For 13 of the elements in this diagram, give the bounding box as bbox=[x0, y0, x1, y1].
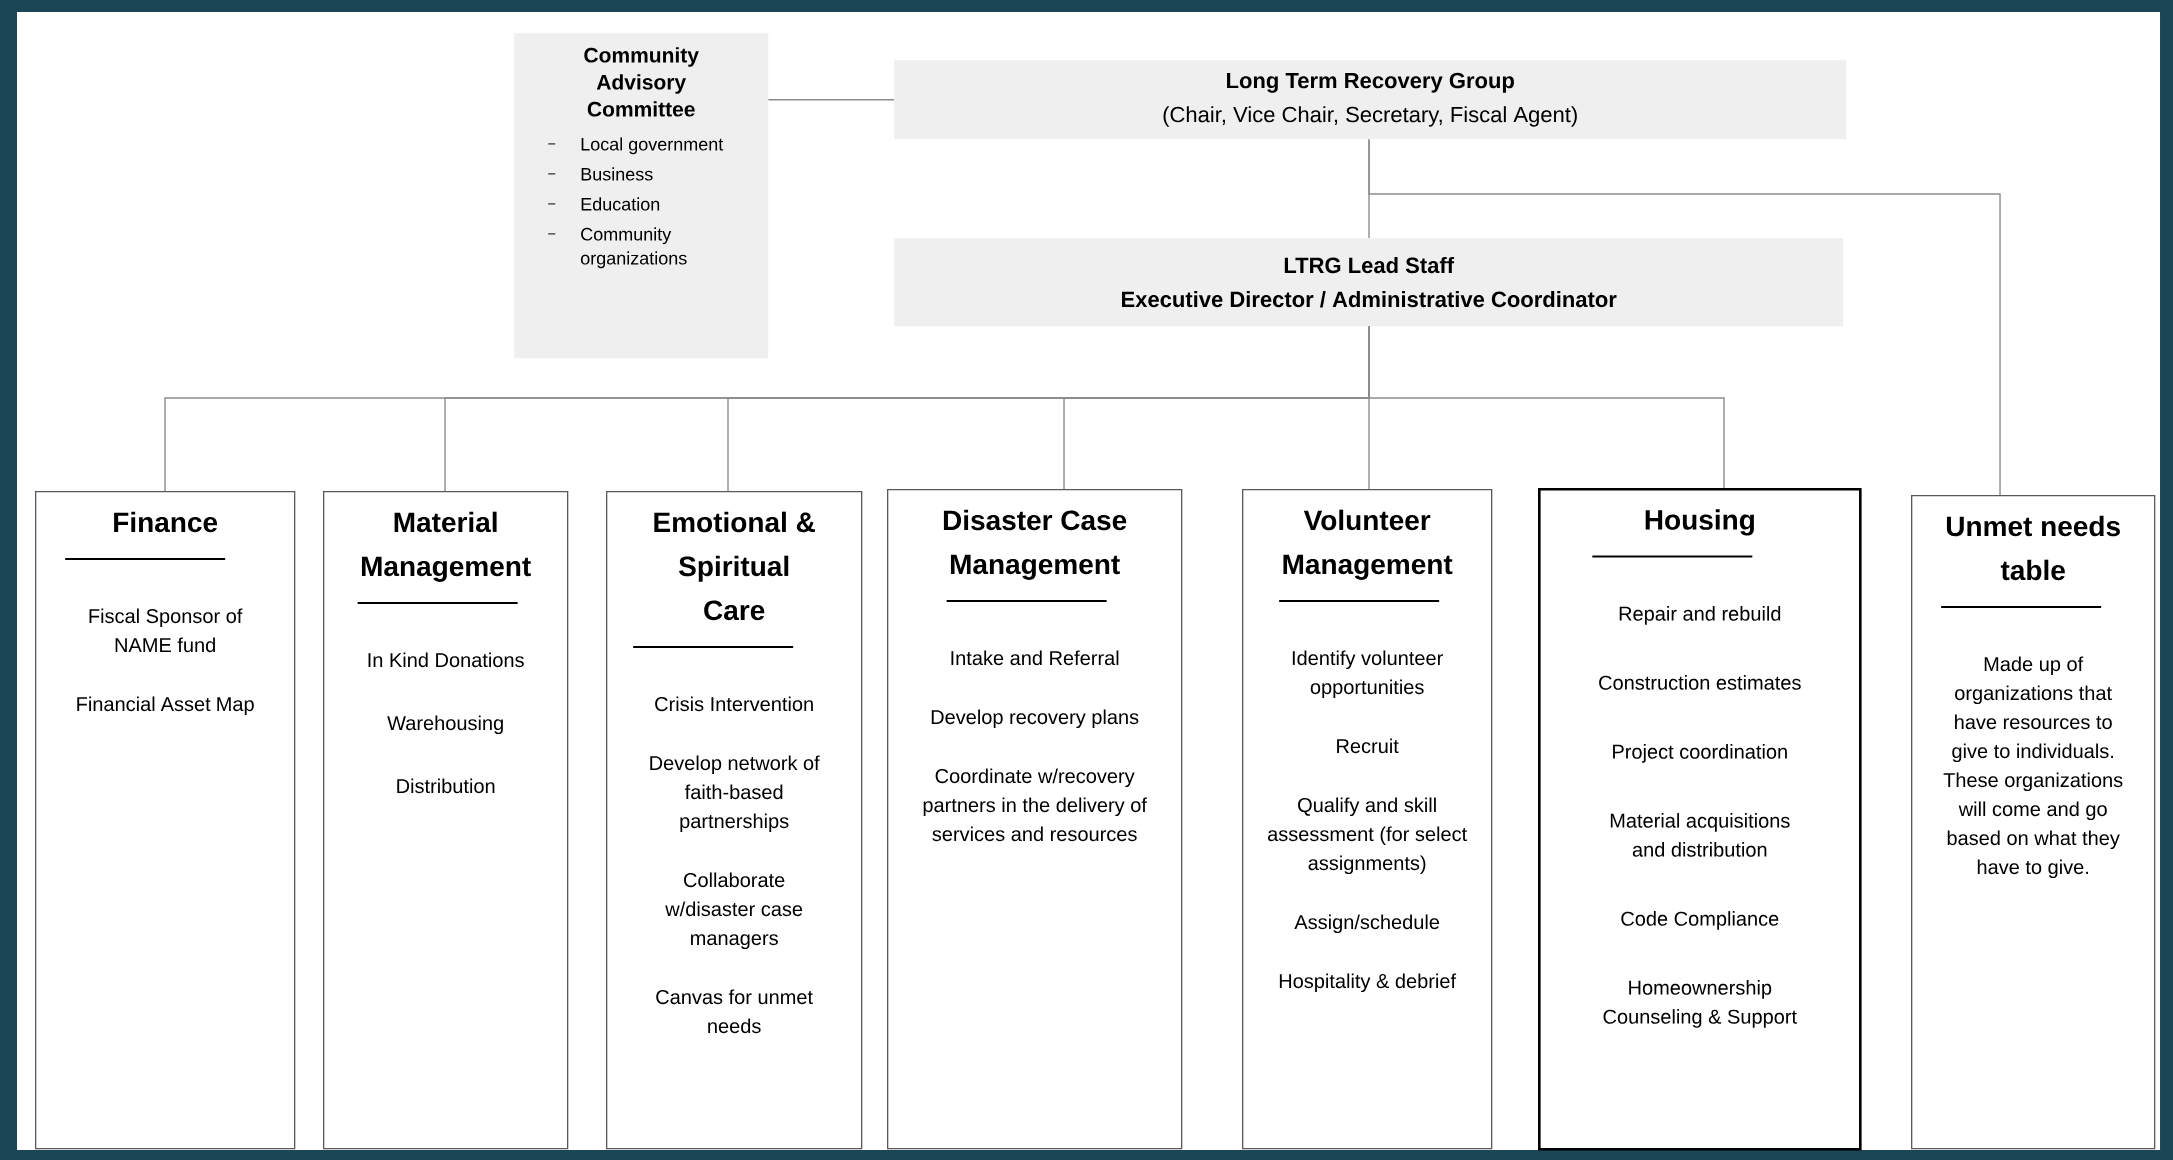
connector-line bbox=[1368, 325, 1725, 489]
org-box: Emotional & Spiritual Care Crisis Intervention Develop network of faith-based partnerships Collaborate w/disaster case managers Canvas for unmet needs bbox=[606, 491, 863, 1150]
org-box: Unmet needs table Made up of organizations that have resources to give to individuals. These organizations will come and go based on what they have to give. bbox=[1911, 495, 2156, 1150]
org-box: Material Management In Kind Donations Warehousing Distribution bbox=[323, 491, 569, 1150]
org-box: Community Advisory Committee Local government Business Education Community organizations bbox=[514, 33, 769, 359]
org-box: Disaster Case Management Intake and Referral Develop recovery plans Coordinate w/recovery partners in the delivery of services and resources bbox=[887, 489, 1183, 1150]
org-box: Finance Fiscal Sponsor of NAME fund Financial Asset Map bbox=[35, 491, 296, 1150]
connector-line bbox=[1368, 138, 2001, 496]
org-box: Volunteer Management Identify volunteer opportunities Recruit Qualify and skill assessment (for select assignments) Assign/schedule Hospitality & debrief bbox=[1242, 489, 1493, 1150]
connector-line bbox=[767, 99, 895, 101]
org-box: Housing Repair and rebuild Construction estimates Project coordination Material acquisitions and distribution Code Compliance Homeownership Counseling & Support bbox=[1538, 488, 1862, 1151]
org-box: LTRG Lead Staff Executive Director / Administrative Coordinator bbox=[894, 238, 1844, 327]
org-box: Long Term Recovery Group (Chair, Vice Chair, Secretary, Fiscal Agent) bbox=[894, 60, 1847, 140]
